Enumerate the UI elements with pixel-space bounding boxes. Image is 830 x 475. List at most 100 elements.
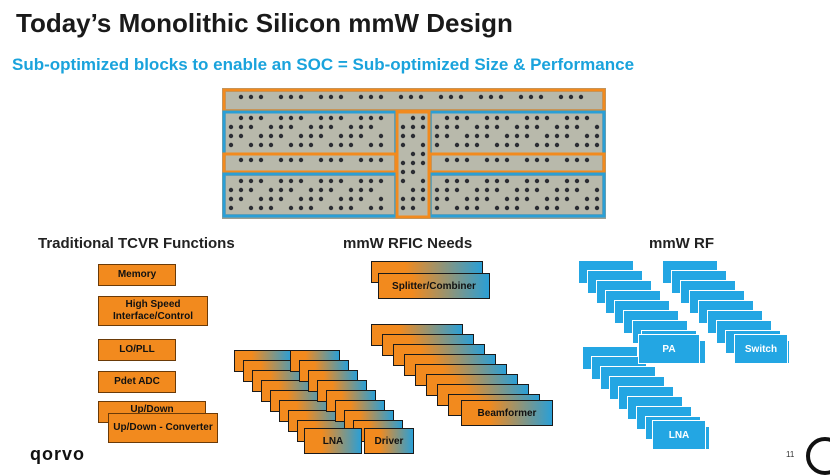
die-bump — [248, 142, 254, 148]
die-bump — [348, 142, 354, 148]
driver-block: Driver — [364, 428, 414, 454]
die-bump — [318, 157, 324, 163]
die-bump — [464, 115, 470, 121]
die-bump — [444, 187, 450, 193]
die-bump — [348, 133, 354, 139]
die-bump — [410, 169, 416, 175]
die-bump — [228, 133, 234, 139]
die-bump — [544, 157, 550, 163]
die-bump — [538, 94, 544, 100]
die-bump — [338, 178, 344, 184]
die-bump — [288, 157, 294, 163]
die-bump — [498, 94, 504, 100]
die-bump — [524, 157, 530, 163]
tcvr-heading: Traditional TCVR Functions — [38, 235, 235, 252]
die-bump — [328, 178, 334, 184]
die-bump — [420, 178, 426, 184]
die-bump — [574, 115, 580, 121]
die-photo — [222, 88, 606, 219]
die-bump — [278, 133, 284, 139]
die-bump — [420, 142, 426, 148]
die-bump — [554, 124, 560, 130]
die-bump — [410, 151, 416, 157]
die-bump — [420, 196, 426, 202]
die-bump — [268, 205, 274, 211]
die-bump — [400, 133, 406, 139]
die-bump — [288, 205, 294, 211]
die-block — [226, 155, 394, 171]
die-bump — [248, 205, 254, 211]
die-bump — [464, 157, 470, 163]
die-bump — [574, 142, 580, 148]
beamformer-block: Beamformer — [461, 400, 553, 426]
die-bump — [564, 124, 570, 130]
die-bump — [258, 133, 264, 139]
die-bump — [484, 133, 490, 139]
die-bump — [410, 160, 416, 166]
die-outline-center — [395, 110, 431, 219]
die-bump — [268, 133, 274, 139]
die-bump — [248, 178, 254, 184]
die-bump — [504, 205, 510, 211]
die-bump — [258, 94, 264, 100]
die-bump — [594, 187, 600, 193]
die-bump — [448, 94, 454, 100]
die-bump — [564, 133, 570, 139]
rf-heading: mmW RF — [649, 235, 714, 252]
die-bump — [524, 196, 530, 202]
die-bump — [298, 115, 304, 121]
die-bump — [400, 196, 406, 202]
die-bump — [484, 196, 490, 202]
die-bump — [358, 157, 364, 163]
die-bump — [438, 94, 444, 100]
die-bump — [278, 115, 284, 121]
rfic-heading: mmW RFIC Needs — [343, 235, 473, 252]
die-bump — [494, 142, 500, 148]
die-bump — [298, 94, 304, 100]
die-bump — [554, 187, 560, 193]
die-bump — [238, 133, 244, 139]
die-bump — [484, 187, 490, 193]
die-bump — [288, 124, 294, 130]
die-bump — [288, 142, 294, 148]
die-bump — [494, 157, 500, 163]
die-bump — [544, 133, 550, 139]
die-bump — [484, 115, 490, 121]
die-bump — [584, 178, 590, 184]
die-bump — [474, 133, 480, 139]
die-bump — [554, 133, 560, 139]
die-bump — [444, 115, 450, 121]
die-bump — [564, 187, 570, 193]
die-bump — [524, 187, 530, 193]
die-bump — [378, 133, 384, 139]
die-bump — [534, 142, 540, 148]
corner-logo-mark — [806, 437, 830, 475]
die-bump — [444, 178, 450, 184]
die-bump — [464, 196, 470, 202]
die-bump — [504, 196, 510, 202]
die-bump — [554, 142, 560, 148]
die-bump — [308, 187, 314, 193]
die-bump — [248, 115, 254, 121]
die-bump — [268, 187, 274, 193]
die-bump — [400, 205, 406, 211]
die-bump — [358, 196, 364, 202]
pdet-adc-block: Pdet ADC — [98, 371, 176, 393]
die-bump — [594, 124, 600, 130]
die-bump — [484, 157, 490, 163]
die-bump — [594, 205, 600, 211]
die-bump — [378, 142, 384, 148]
die-bump — [368, 178, 374, 184]
die-bump — [574, 205, 580, 211]
die-bump — [328, 124, 334, 130]
die-bump — [504, 178, 510, 184]
die-bump — [474, 124, 480, 130]
switch-block: Switch — [734, 334, 788, 364]
die-bump — [574, 178, 580, 184]
die-bump — [418, 94, 424, 100]
die-bump — [464, 133, 470, 139]
die-bump — [318, 196, 324, 202]
die-bump — [338, 196, 344, 202]
die-bump — [568, 94, 574, 100]
die-bump — [514, 205, 520, 211]
